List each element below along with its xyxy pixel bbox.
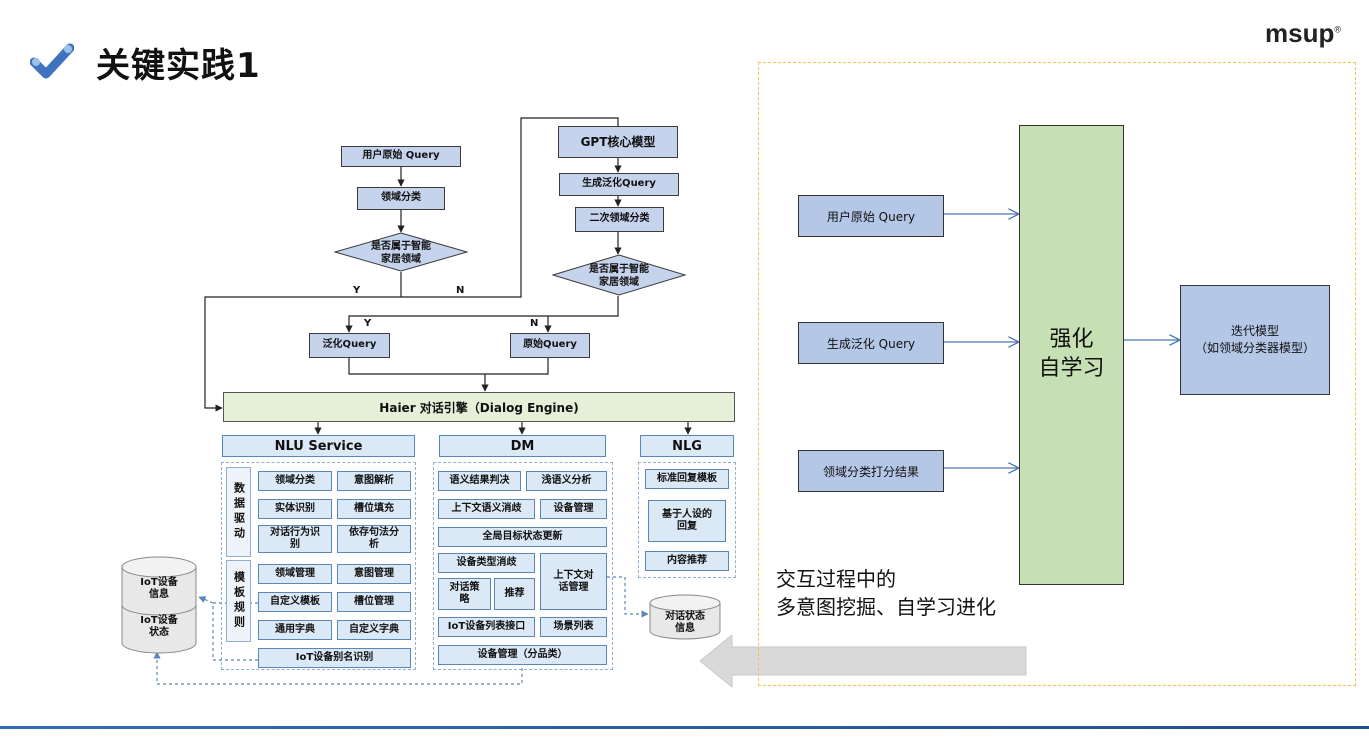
input-generalized-query: 生成泛化 Query [798,322,944,364]
iterative-model-line1: 迭代模型 [1230,324,1279,339]
brand-text: msup [1265,18,1335,48]
nlu-alias-cell: IoT设备别名识别 [258,648,411,668]
brand-mark: ® [1334,24,1341,35]
dm-cell: 设备类型消歧 [438,553,535,573]
nlu-data-driven-label: 数据驱动 [226,467,251,557]
reinforcement-learning-box: 强化 自学习 [1019,125,1124,585]
nlu-cell: 实体识别 [258,499,332,519]
dm-cell: 设备管理（分品类） [438,645,607,665]
iterative-model-box: 迭代模型 （如领域分类器模型） [1180,285,1330,395]
caption: 交互过程中的 多意图挖掘、自学习进化 [776,565,996,621]
nlu-cell: 领域分类 [258,471,332,491]
iterative-model-line2: （如领域分类器模型） [1194,341,1315,355]
left-arrow-icon [700,633,1027,689]
flow-connectors [153,117,692,685]
nlu-cell: 领域管理 [258,564,332,584]
nlu-cell: 通用字典 [258,620,332,640]
iot-status-label: IoT设备状态 [140,615,178,638]
dm-cell: 上下文语义消歧 [438,499,535,519]
dialog-engine-bar: Haier 对话引擎（Dialog Engine) [223,392,735,422]
nlg-cell: 基于人设的回复 [648,500,726,542]
dm-cell: 推荐 [494,578,535,610]
input-user-query: 用户原始 Query [798,195,944,237]
decision2-line1: 是否属于智能 [589,264,649,275]
dialog-state-cylinder: 对话状态信息 [648,594,722,640]
dm-cell: 上下文对话管理 [540,553,607,610]
dm-cell: 对话策略 [438,578,491,610]
dm-header: DM [439,435,606,457]
dm-cell: 语义结果判决 [438,471,521,491]
n-label-1: N [456,285,465,296]
iot-info-label: IoT设备信息 [140,577,178,600]
gen-query-box: 生成泛化Query [559,173,679,196]
dm-cell: IoT设备列表接口 [438,617,535,637]
nlg-header: NLG [640,435,734,457]
nlu-cell: 自定义模板 [258,592,332,612]
caption-line1: 交互过程中的 [776,567,896,591]
generalized-query-box: 泛化Query [309,333,390,358]
dm-cell: 浅语义分析 [526,471,607,491]
check-icon [29,40,75,80]
rl-line2: 自学习 [1038,356,1105,381]
dm-cell: 全局目标状态更新 [438,527,607,547]
page-title: 关键实践1 [96,46,261,86]
iot-storage-cylinder: IoT设备信息 IoT设备状态 [120,555,198,655]
dm-panel [433,462,613,670]
nlu-cell: 意图解析 [337,471,411,491]
nlu-cell: 依存句法分析 [337,525,411,553]
user-query-box: 用户原始 Query [341,146,461,167]
caption-line2: 多意图挖掘、自学习进化 [776,595,996,619]
nlg-cell: 标准回复模板 [645,469,729,489]
rl-line1: 强化 [1049,327,1094,353]
nlu-cell: 自定义字典 [337,620,411,640]
nlu-panel [221,462,416,670]
footer-divider [0,726,1369,729]
nlu-cell: 意图管理 [337,564,411,584]
decision1-line2: 家居领域 [381,253,421,265]
y-label-1: Y [353,285,361,296]
nlu-template-rules-label: 模板规则 [226,560,251,642]
decision2-line2: 家居领域 [599,276,639,288]
decision-diamond-1: 是否属于智能 家居领域 [334,232,468,272]
nlu-cell: 槽位管理 [337,592,411,612]
dialog-state-label: 对话状态信息 [665,611,705,634]
nlg-cell: 内容推荐 [645,551,729,571]
dm-cell: 设备管理 [540,499,607,519]
nlu-header: NLU Service [222,435,415,457]
self-learning-frame [758,62,1356,686]
n-label-2: N [530,318,539,329]
nlu-cell: 槽位填充 [337,499,411,519]
nlu-cell: 对话行为识别 [258,525,332,553]
dm-cell: 场景列表 [540,617,607,637]
nlg-panel [638,462,736,578]
gpt-box: GPT核心模型 [558,126,678,158]
domain-classify-box: 领域分类 [357,187,445,210]
decision1-line1: 是否属于智能 [371,241,431,252]
input-domain-score: 领域分类打分结果 [798,450,944,492]
second-classify-box: 二次领域分类 [575,207,664,232]
brand-logo: msup® [1265,18,1341,49]
decision-diamond-2: 是否属于智能 家居领域 [552,254,686,296]
original-query-box: 原始Query [510,333,590,358]
y-label-2: Y [364,318,372,329]
